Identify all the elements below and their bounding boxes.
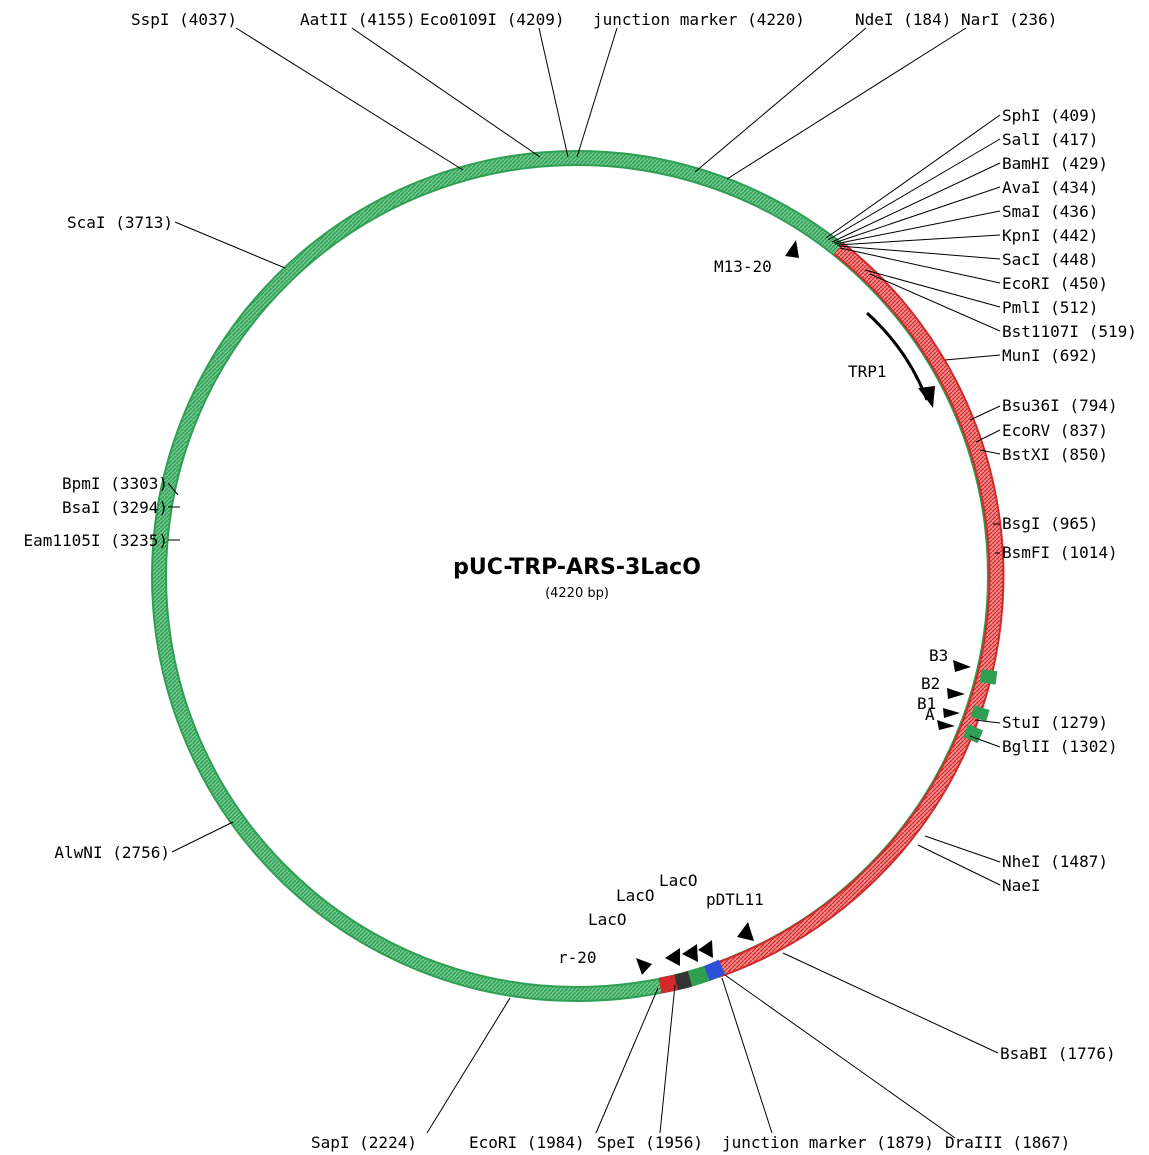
site-label-bpmi: BpmI (3303) [62, 474, 168, 493]
junction-dark-block [674, 971, 693, 991]
site-label-junction-top: junction marker (4220) [593, 10, 805, 29]
site-label-junction-bottom: junction marker (1879) [722, 1133, 934, 1152]
feature-label-b1: B1 [917, 694, 936, 713]
site-label-spei: SpeI (1956) [597, 1133, 703, 1152]
feature-label-b3: B3 [929, 646, 948, 665]
m13-20-arrowhead [785, 240, 799, 258]
trp1-arrowhead [918, 386, 935, 408]
site-label-sspi: SspI (4037) [131, 10, 237, 29]
junction-red-block [658, 974, 678, 994]
leader-lines [167, 27, 1001, 1139]
site-label-bsabi: BsaBI (1776) [1000, 1044, 1116, 1063]
site-label-aatii: AatII (4155) [300, 10, 416, 29]
feature-label-m13-20: M13-20 [714, 257, 772, 276]
feature-label-trp1: TRP1 [848, 362, 887, 381]
site-label-alwni: AlwNI (2756) [54, 843, 170, 862]
site-label-scai: ScaI (3713) [67, 213, 173, 232]
site-label-naei: NaeI [1002, 876, 1041, 895]
feature-label-pdtl11: pDTL11 [706, 890, 764, 909]
insert-segment-hatch [714, 243, 1003, 976]
site-label-kpni: KpnI (442) [1002, 226, 1098, 245]
site-label-bsai: BsaI (3294) [62, 498, 168, 517]
site-label-nhei: NheI (1487) [1002, 852, 1108, 871]
laco-1-arrowhead [665, 948, 680, 966]
site-label-sapi: SapI (2224) [311, 1133, 417, 1152]
site-label-avai: AvaI (434) [1002, 178, 1098, 197]
b-site-band-1 [979, 669, 998, 685]
laco-3-arrowhead [698, 940, 713, 958]
site-label-bst1107i: Bst1107I (519) [1002, 322, 1137, 341]
junction-green-block [687, 965, 710, 987]
feature-arrows [636, 240, 971, 975]
restriction-site-labels: SspI (4037) AatII (4155) Eco0109I (4209)… [24, 10, 1137, 1152]
site-label-sphi: SphI (409) [1002, 106, 1098, 125]
site-label-eam1105i: Eam1105I (3235) [24, 531, 169, 550]
site-label-pmli: PmlI (512) [1002, 298, 1098, 317]
site-label-bstxi: BstXI (850) [1002, 445, 1108, 464]
site-label-ecori-450: EcoRI (450) [1002, 274, 1108, 293]
b-site-band-3 [962, 724, 984, 744]
site-label-bsmfi: BsmFI (1014) [1002, 543, 1118, 562]
feature-label-laco-3: LacO [659, 871, 698, 890]
site-label-ecori-1984: EcoRI (1984) [469, 1133, 585, 1152]
plasmid-name: pUC-TRP-ARS-3LacO [453, 555, 701, 580]
site-label-ecorv: EcoRV (837) [1002, 421, 1108, 440]
site-label-sali: SalI (417) [1002, 130, 1098, 149]
b-site-band-2 [970, 705, 990, 722]
pdtl11-arrowhead [737, 922, 754, 941]
site-label-nari: NarI (236) [961, 10, 1057, 29]
site-label-bamhi: BamHI (429) [1002, 154, 1108, 173]
plasmid-size: (4220 bp) [545, 586, 609, 601]
feature-label-laco-2: LacO [616, 886, 655, 905]
laco-2-arrowhead [682, 944, 698, 962]
site-label-bsu36i: Bsu36I (794) [1002, 396, 1118, 415]
r-20-arrowhead [636, 958, 652, 975]
site-label-bglii: BglII (1302) [1002, 737, 1118, 756]
insert-segment [713, 242, 1005, 978]
feature-label-b2: B2 [921, 674, 940, 693]
site-label-eco0109i: Eco0109I (4209) [420, 10, 565, 29]
b3-arrowhead [953, 660, 971, 672]
site-label-stui: StuI (1279) [1002, 713, 1108, 732]
site-label-smai: SmaI (436) [1002, 202, 1098, 221]
site-label-draiii: DraIII (1867) [945, 1133, 1070, 1152]
junction-blue-block [703, 959, 726, 981]
b1-arrowhead [943, 708, 960, 718]
site-label-ndei: NdeI (184) [855, 10, 951, 29]
site-label-muni: MunI (692) [1002, 346, 1098, 365]
b2-arrowhead [947, 688, 965, 699]
site-label-saci: SacI (448) [1002, 250, 1098, 269]
a-arrowhead [937, 720, 955, 730]
feature-label-a: A [925, 705, 935, 724]
feature-label-laco-1: LacO [588, 910, 627, 929]
feature-label-r-20: r-20 [558, 948, 597, 967]
site-label-bsgi: BsgI (965) [1002, 514, 1098, 533]
feature-labels: M13-20 TRP1 B3 B2 B1 A pDTL11 LacO LacO … [558, 257, 948, 967]
